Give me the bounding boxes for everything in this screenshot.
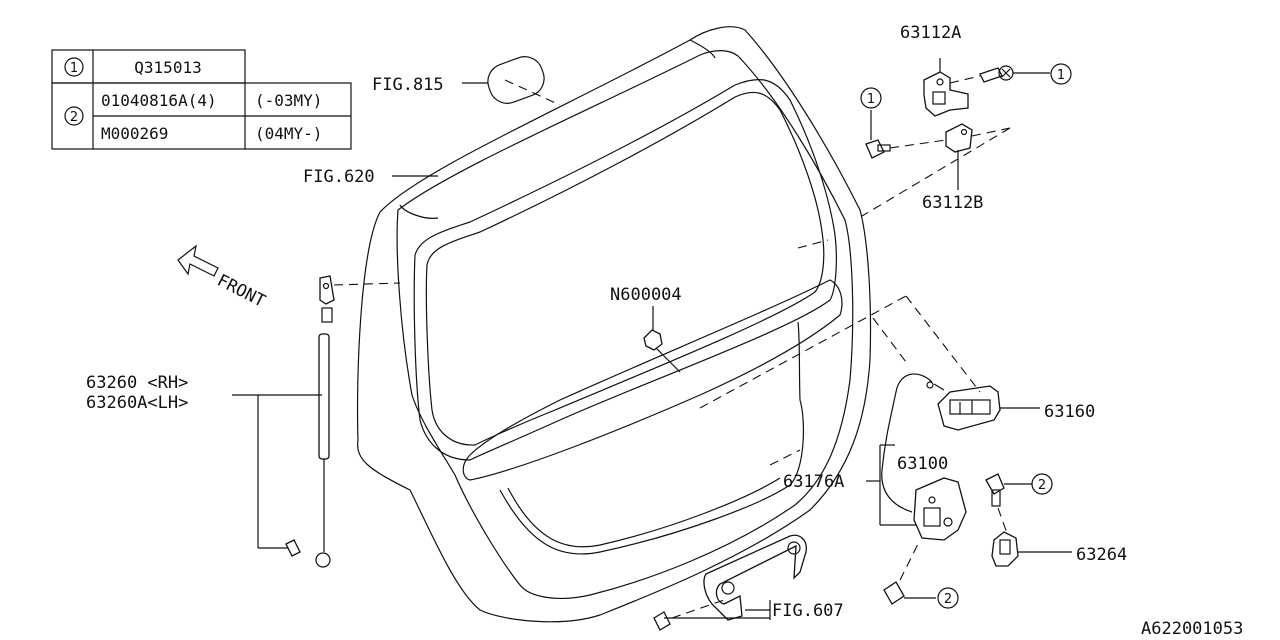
bracket-63264: 63264 [985, 473, 1127, 567]
outer-handle-fig607: FIG.607 [653, 534, 844, 631]
callout-1-left: 1 [867, 92, 875, 107]
label-63100: 63100 [897, 454, 948, 474]
handle-switch-63160: 63160 [699, 295, 1095, 513]
label-fig815: FIG.815 [372, 75, 444, 95]
label-63112a: 63112A [900, 23, 961, 43]
latch-63100: 63100 63176A [783, 444, 967, 605]
table-ref-2: 2 [70, 110, 78, 125]
reference-table: 1 2 Q315013 01040816A(4) (-03MY) M000269… [51, 49, 352, 150]
front-arrow-icon: FRONT [177, 244, 269, 312]
table-ref-2-circle [64, 106, 84, 126]
clip-n600004: N600004 [610, 285, 682, 373]
diagram-id: A622001053 [1141, 619, 1243, 639]
label-63260-rh: 63260 <RH> [86, 373, 188, 393]
gas-strut: 63260 <RH> 63260A<LH> [86, 275, 401, 568]
table-note-03my: (-03MY) [255, 91, 322, 110]
label-63176a: 63176A [783, 472, 844, 492]
label-63264: 63264 [1076, 545, 1127, 565]
table-ref-1-circle [64, 57, 84, 77]
callout-2-lower: 2 [944, 592, 952, 607]
striker-assembly: 63112A 63112B [797, 23, 1050, 249]
label-n600004: N600004 [610, 285, 682, 305]
back-door-panel [356, 26, 872, 623]
table-part-q315013: Q315013 [134, 58, 201, 77]
label-63260a-lh: 63260A<LH> [86, 393, 188, 413]
table-note-04my: (04MY-) [255, 124, 322, 143]
label-fig607: FIG.607 [772, 601, 844, 621]
label-63112b: 63112B [922, 193, 983, 213]
label-63160: 63160 [1044, 402, 1095, 422]
callout-1-right-circle [1050, 63, 1072, 85]
callout-1-left-circle [860, 87, 882, 109]
label-fig620: FIG.620 [303, 167, 375, 187]
table-part-m000269: M000269 [101, 124, 168, 143]
stop-lamp-fig815: FIG.815 [372, 56, 561, 106]
callout-2-upper: 2 [1038, 478, 1046, 493]
label-front: FRONT [214, 271, 269, 312]
callout-1-right: 1 [1057, 68, 1065, 83]
table-part-01040816a: 01040816A(4) [101, 91, 217, 110]
table-ref-1: 1 [70, 61, 78, 76]
callout-2-lower-circle [937, 587, 959, 609]
